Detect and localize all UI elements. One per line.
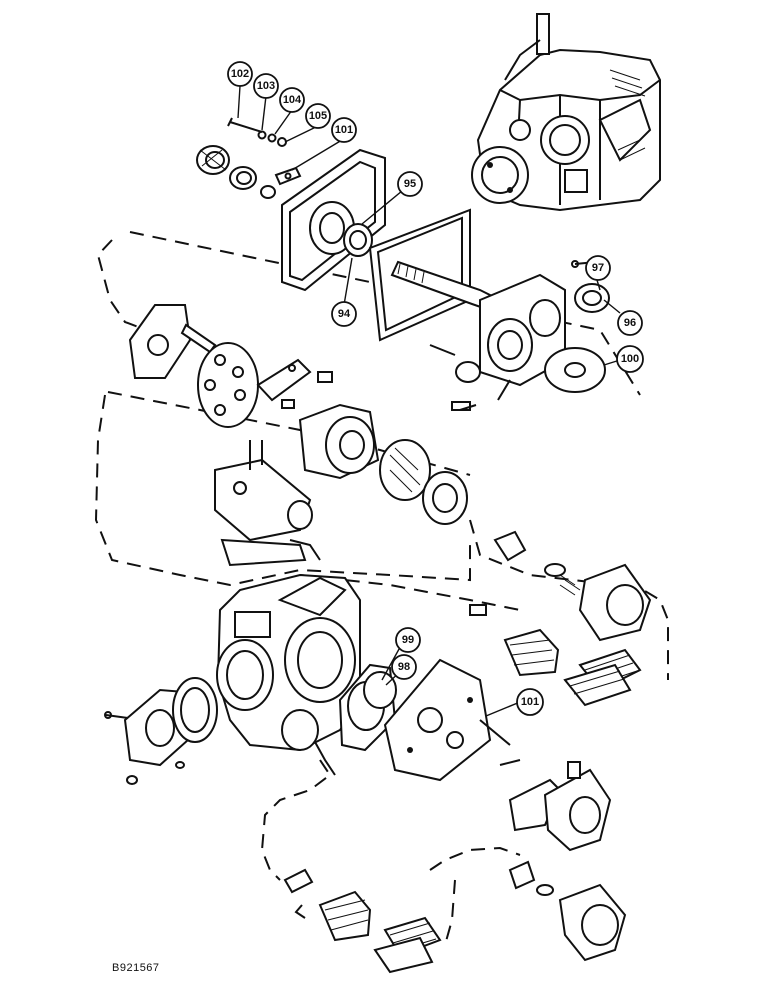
svg-text:99: 99: [402, 634, 414, 646]
svg-text:101: 101: [521, 696, 539, 708]
front-flange: [104, 677, 336, 785]
svg-text:105: 105: [309, 110, 327, 122]
rotating-group: [128, 304, 468, 525]
callout-96: 96: [617, 310, 643, 336]
svg-text:104: 104: [283, 94, 302, 106]
pump-housing: [216, 573, 361, 752]
svg-text:102: 102: [231, 68, 249, 80]
upper-servo-assembly: [469, 530, 652, 707]
callout-105: 105: [305, 103, 331, 129]
end-cover-plate: [281, 148, 471, 342]
svg-text:100: 100: [621, 353, 639, 365]
svg-text:103: 103: [257, 80, 275, 92]
callout-97: 97: [585, 255, 611, 281]
callout-101-top: 101: [331, 117, 357, 143]
callout-leaders: [237, 85, 621, 717]
drive-shaft-and-swashplate: [390, 260, 610, 411]
svg-text:95: 95: [404, 178, 416, 190]
svg-text:98: 98: [398, 661, 410, 673]
callout-100: 100: [616, 345, 644, 373]
lower-servo-assembly: [283, 860, 627, 974]
svg-text:97: 97: [592, 262, 604, 274]
callout-102: 102: [227, 61, 253, 87]
callout-95: 95: [397, 171, 423, 197]
callout-98: 98: [391, 654, 417, 680]
figure-id: B921567: [112, 962, 160, 974]
callout-99: 99: [395, 627, 421, 653]
seal-and-bearing-parts: [196, 117, 302, 199]
charge-pump-assembly: [338, 658, 612, 852]
callout-103: 103: [253, 73, 279, 99]
control-valve-block: [214, 440, 321, 567]
svg-text:94: 94: [338, 308, 351, 320]
svg-text:101: 101: [335, 124, 353, 136]
callout-94: 94: [331, 301, 357, 327]
callout-101-bottom: 101: [516, 688, 544, 716]
svg-text:96: 96: [624, 317, 636, 329]
assembled-pump-illustration: [471, 13, 661, 212]
callout-104: 104: [279, 87, 305, 113]
